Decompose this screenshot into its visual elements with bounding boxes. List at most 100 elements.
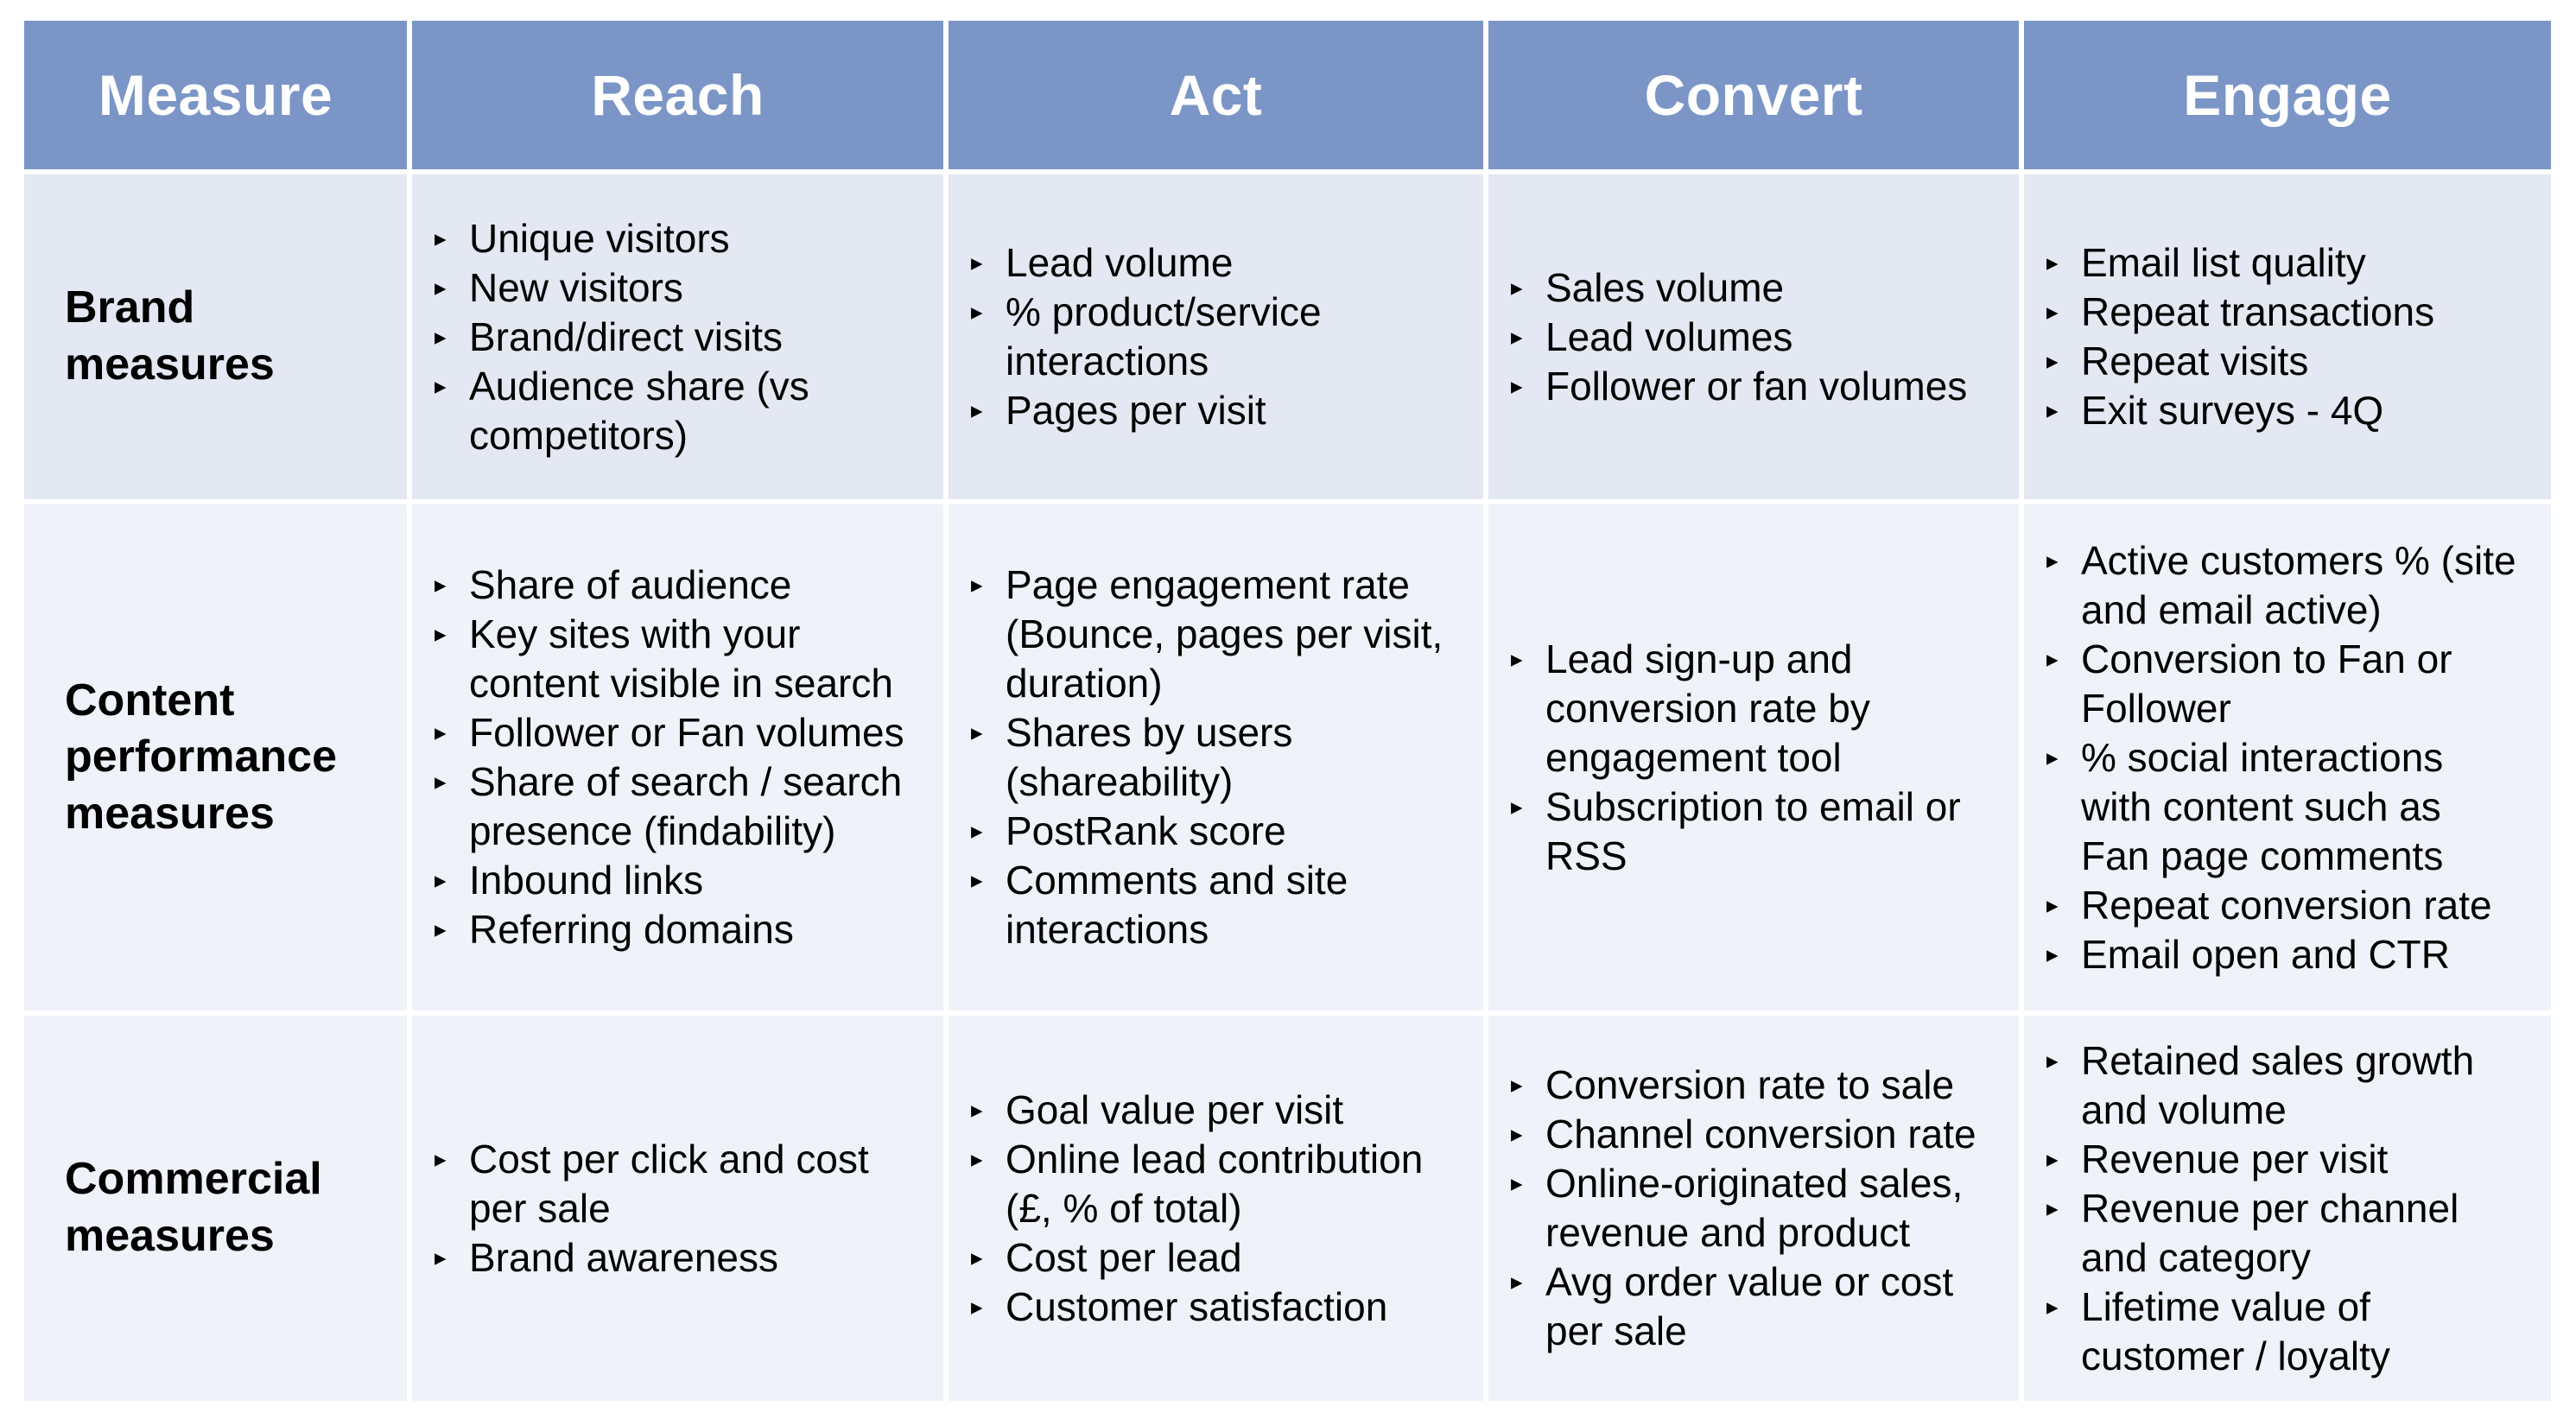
list-item: ▸PostRank score — [971, 807, 1452, 856]
bullet-list: ▸ Lead volume ▸ % product/service interacti… — [971, 238, 1452, 435]
list-item-text: Share of audience — [469, 562, 792, 607]
bullet-icon: ▸ — [971, 250, 983, 276]
bullet-icon: ▸ — [435, 372, 447, 399]
list-item-text: Cost per lead — [1006, 1234, 1242, 1280]
list-item: ▸ Avg order value or cost per sale — [1511, 1257, 1988, 1356]
bullet-list: ▸Unique visitors▸New visitors▸Brand/dire… — [435, 214, 912, 460]
bullet-icon: ▸ — [435, 621, 447, 647]
bullet-list: ▸Retained sales growth and volume▸Revenu… — [2046, 1036, 2520, 1381]
list-cell: ▸ Lead sign-up and conversion rate by eng… — [1488, 504, 2019, 1010]
list-item-text: Share of search / search presence (finda… — [469, 759, 903, 853]
bullet-icon: ▸ — [435, 867, 447, 893]
list-cell: ▸Unique visitors▸New visitors▸Brand/dire… — [412, 174, 943, 499]
list-item-text: Customer satisfaction — [1006, 1283, 1388, 1329]
list-item: ▸Lead volumes — [1511, 313, 1967, 362]
list-item: ▸ Revenue per channel and category — [2046, 1184, 2520, 1283]
bullet-icon: ▸ — [971, 1244, 983, 1270]
list-item: ▸ Unique visitors — [435, 214, 912, 263]
list-item-text: Comments and site interactions — [1006, 858, 1348, 952]
list-item-text: % social interactions with content such … — [2081, 734, 2444, 878]
bullet-icon: ▸ — [971, 397, 983, 423]
list-item-text: Conversion to Fan or Follower — [2081, 636, 2452, 731]
list-item: ▸ Follower or Fan volumes — [435, 708, 912, 757]
list-cell: ▸ Share of audience▸Key sites with your c… — [412, 504, 943, 1010]
list-item: ▸ Lead volume — [971, 238, 1452, 288]
bullet-icon: ▸ — [1511, 1072, 1523, 1098]
list-item: ▸Revenue per visit — [2046, 1135, 2520, 1184]
list-item: ▸ % social interactions with content such… — [2046, 733, 2520, 881]
bullet-icon: ▸ — [435, 719, 447, 745]
list-item: ▸Lifetime value of customer / loyalty — [2046, 1283, 2520, 1381]
bullet-icon: ▸ — [1511, 1269, 1523, 1295]
bullet-icon: ▸ — [2046, 299, 2059, 325]
list-item: ▸Email list quality — [2046, 238, 2434, 288]
list-item: ▸Pages per visit — [971, 386, 1452, 435]
list-cell: ▸Cost per click and cost per sale▸Brand … — [412, 1016, 943, 1401]
measures-table: Measure Reach Act Convert Engage Brand m… — [24, 21, 2551, 1401]
bullet-list: ▸Email list quality▸Repeat transactions▸… — [2046, 238, 2434, 435]
list-item: ▸ Channel conversion rate — [1511, 1110, 1988, 1159]
list-item-text: Lead volume — [1006, 240, 1234, 285]
list-item: ▸Shares by users (shareability) — [971, 708, 1452, 807]
list-item: ▸Referring domains — [435, 905, 912, 954]
list-item-text: PostRank score — [1006, 808, 1286, 853]
list-item: ▸ Audience share (vs competitors) — [435, 362, 912, 460]
list-item: ▸Email open and CTR — [2046, 930, 2520, 979]
bullet-icon: ▸ — [1511, 323, 1523, 350]
bullet-icon: ▸ — [1511, 793, 1523, 820]
bullet-list: ▸ Lead sign-up and conversion rate by eng… — [1511, 635, 1988, 881]
list-item-text: Conversion rate to sale — [1545, 1062, 1955, 1107]
bullet-icon: ▸ — [2046, 1047, 2059, 1074]
list-item-text: Email open and CTR — [2081, 931, 2450, 977]
bullet-icon: ▸ — [435, 572, 447, 598]
list-item-text: Audience share (vs competitors) — [469, 363, 809, 458]
bullet-list: ▸ Conversion rate to sale ▸ Channel convers… — [1511, 1061, 1988, 1356]
list-cell: ▸Retained sales growth and volume▸Revenu… — [2024, 1016, 2551, 1401]
list-cell: ▸Sales volume▸Lead volumes▸Follower or f… — [1488, 174, 2019, 499]
list-item-text: Repeat transactions — [2081, 289, 2435, 334]
bullet-icon: ▸ — [435, 1145, 447, 1172]
list-item: ▸Goal value per visit — [971, 1086, 1452, 1135]
bullet-icon: ▸ — [435, 1244, 447, 1270]
list-item: ▸Repeat conversion rate — [2046, 881, 2520, 930]
list-item-text: Inbound links — [469, 858, 704, 903]
list-item: ▸Lead sign-up and conversion rate by eng… — [1511, 635, 1988, 782]
bullet-list: ▸ Active customers % (site and email acti… — [2046, 536, 2520, 979]
bullet-icon: ▸ — [2046, 891, 2059, 918]
list-item-text: Active customers % (site and email activ… — [2081, 537, 2516, 632]
bullet-icon: ▸ — [2046, 1145, 2059, 1172]
list-item-text: Follower or fan volumes — [1545, 363, 1968, 409]
list-item-text: % product/service interactions — [1006, 289, 1322, 383]
list-item: ▸ Inbound links — [435, 856, 912, 905]
list-item-text: Repeat visits — [2081, 339, 2309, 383]
bullet-icon: ▸ — [435, 225, 447, 251]
list-item: ▸Share of search / search presence (find… — [435, 757, 912, 856]
list-item-text: Unique visitors — [469, 215, 730, 261]
row-label: Commercial measures — [24, 1016, 407, 1401]
list-item: ▸Follower or fan volumes — [1511, 362, 1967, 411]
bullet-icon: ▸ — [1511, 1121, 1523, 1147]
list-item-text: Follower or Fan volumes — [469, 710, 904, 755]
bullet-icon: ▸ — [1511, 1170, 1523, 1196]
bullet-icon: ▸ — [971, 1145, 983, 1172]
list-item-text: Shares by users (shareability) — [1006, 710, 1293, 804]
list-item: ▸Brand awareness — [435, 1233, 912, 1283]
list-item: ▸Sales volume — [1511, 263, 1967, 313]
bullet-list: ▸Goal value per visit▸Online lead contri… — [971, 1086, 1452, 1332]
list-cell: ▸Email list quality▸Repeat transactions▸… — [2024, 174, 2551, 499]
bullet-icon: ▸ — [435, 323, 447, 350]
list-item-text: Subscription to email or RSS — [1545, 783, 1961, 878]
list-item-text: Lead sign-up and conversion rate by enga… — [1545, 636, 1870, 780]
list-item: ▸Key sites with your content visible in … — [435, 610, 912, 708]
bullet-icon: ▸ — [2046, 397, 2059, 423]
bullet-icon: ▸ — [2046, 1194, 2059, 1221]
list-cell: ▸ Conversion rate to sale ▸ Channel convers… — [1488, 1016, 2019, 1401]
list-item: ▸ Repeat visits — [2046, 337, 2434, 386]
list-item-text: Revenue per channel and category — [2081, 1185, 2459, 1280]
bullet-icon: ▸ — [971, 867, 983, 893]
list-item-text: Channel conversion rate — [1545, 1112, 1976, 1156]
list-item-text: Avg order value or cost per sale — [1545, 1259, 1954, 1353]
bullet-icon: ▸ — [2046, 348, 2059, 374]
bullet-icon: ▸ — [2046, 744, 2059, 770]
bullet-icon: ▸ — [971, 1293, 983, 1320]
